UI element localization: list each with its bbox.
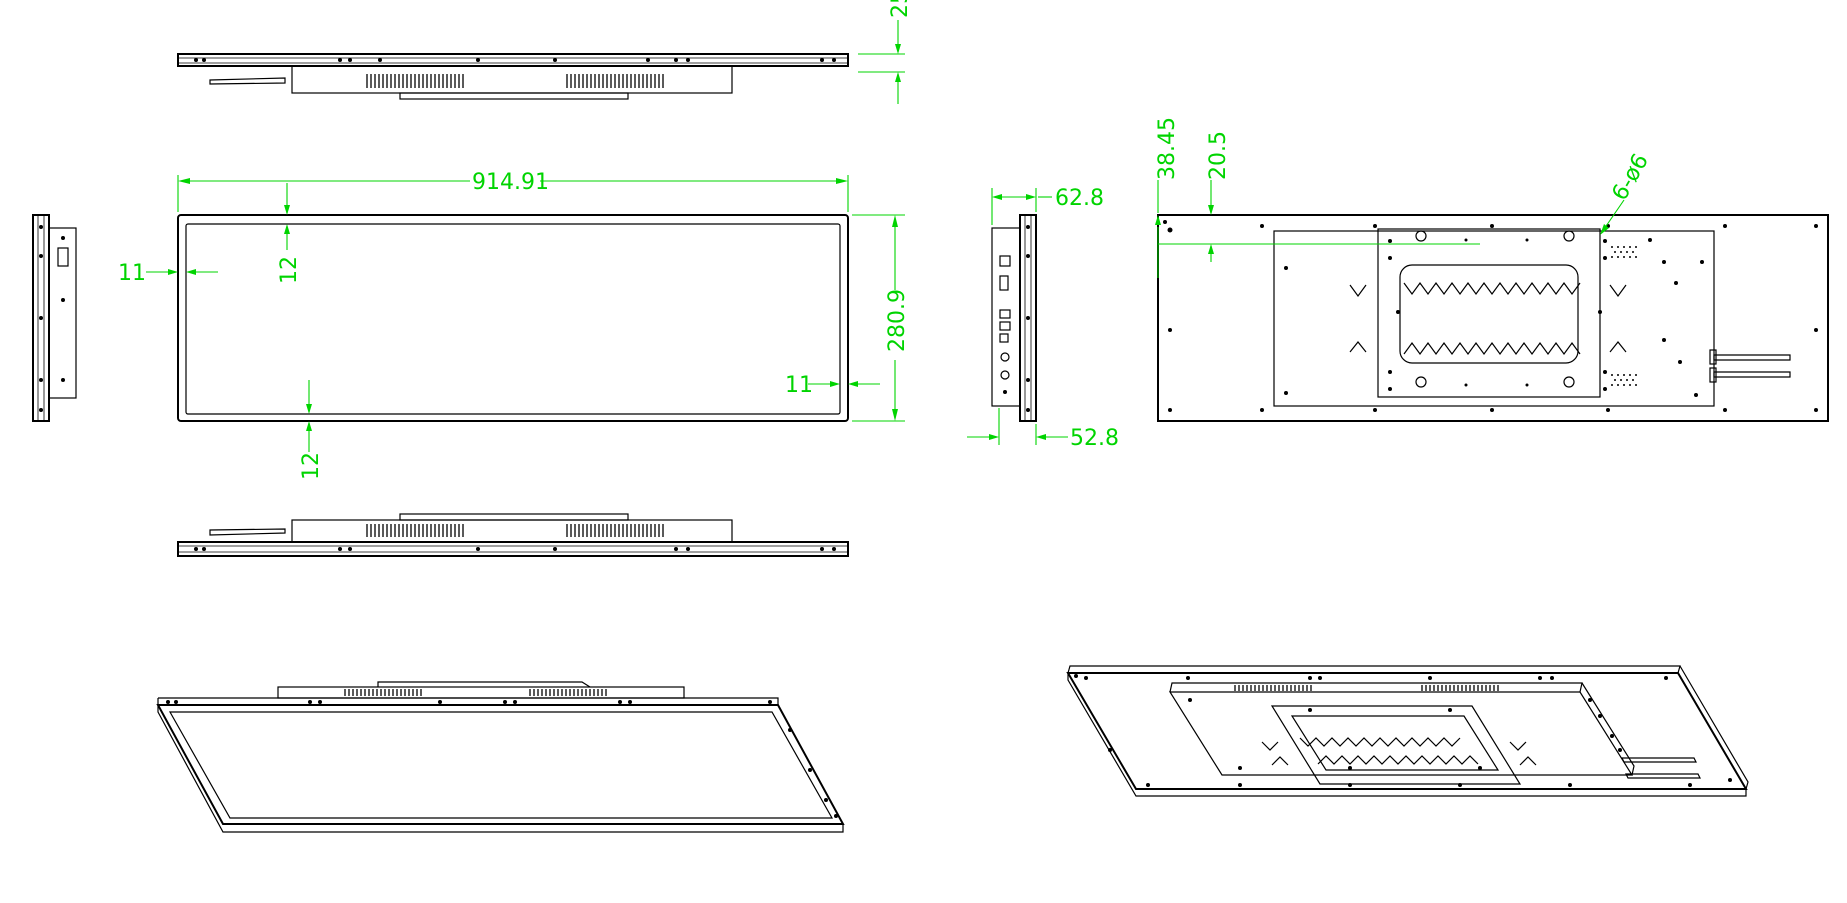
top-view-lower [177,513,849,557]
top-view-upper: 25 [177,0,913,104]
mount-offset-2-label: 20.5 [1206,131,1231,180]
isometric-rear-view [1066,665,1749,797]
height-dimension-label: 280.9 [885,289,910,352]
top-bezel-label: 12 [277,256,302,284]
side-depth-label: 62.8 [1055,186,1104,211]
vent-dots [1611,246,1637,386]
bottom-bezel-label: 12 [299,452,324,480]
right-side-view: 62.8 52.8 [967,186,1119,451]
mount-holes-label: 6-ø6 [1608,150,1654,205]
rear-view: 38.45 20.5 6-ø6 [1155,117,1829,422]
width-dimension-label: 914.91 [472,170,549,195]
vent-grille-left [366,74,464,88]
top-depth-label: 25 [888,0,913,18]
isometric-front-view [156,681,845,833]
vent-grille-right [566,74,664,88]
mount-offset-1-label: 38.45 [1155,117,1180,180]
right-bezel-label: 11 [785,373,813,398]
side-depth-front-label: 52.8 [1070,426,1119,451]
left-side-view [32,214,77,422]
front-view: 914.91 280.9 11 12 11 12 [118,170,910,480]
left-bezel-label: 11 [118,261,146,286]
